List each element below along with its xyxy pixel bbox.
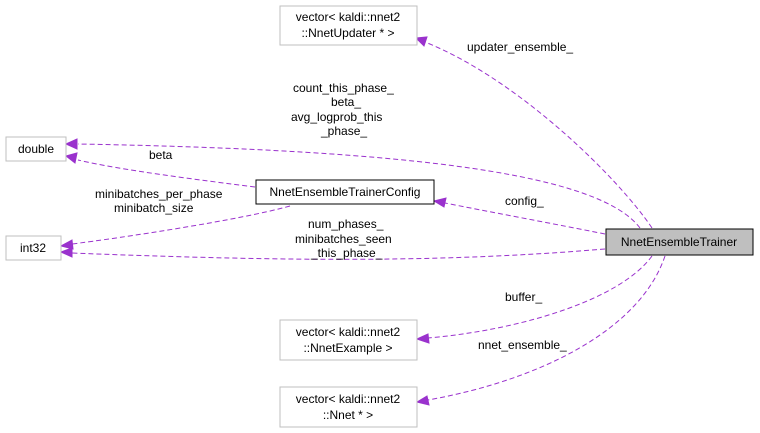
node-label: NnetEnsembleTrainer bbox=[621, 235, 737, 249]
edge-label-line: count_this_phase_ bbox=[293, 81, 394, 95]
edge-label-line: _phase_ bbox=[320, 124, 367, 138]
edge-label-line: _this_phase_ bbox=[310, 246, 383, 260]
edge-buffer bbox=[415, 255, 653, 344]
edge-config-to-int32 bbox=[59, 205, 291, 250]
node-nnet-vector[interactable]: vector< kaldi::nnet2 ::Nnet * > bbox=[279, 386, 418, 428]
node-label: NnetEnsembleTrainerConfig bbox=[270, 185, 421, 199]
node-ensemble-trainer[interactable]: NnetEnsembleTrainer bbox=[605, 228, 754, 256]
node-ensemble-trainer-config[interactable]: NnetEnsembleTrainerConfig bbox=[255, 179, 435, 205]
edge-label-config: config_ bbox=[505, 194, 544, 208]
node-label-line: vector< kaldi::nnet2 bbox=[296, 10, 401, 24]
node-label-line: ::Nnet * > bbox=[323, 408, 373, 422]
node-label-line: ::NnetExample > bbox=[303, 341, 392, 355]
edge-label-line: avg_logprob_this bbox=[291, 110, 382, 124]
node-box bbox=[279, 5, 418, 46]
node-box bbox=[605, 228, 754, 256]
edge-label-line: num_phases_ bbox=[308, 217, 384, 231]
node-double[interactable]: double bbox=[5, 136, 67, 162]
node-example-vector[interactable]: vector< kaldi::nnet2 ::NnetExample > bbox=[279, 319, 418, 361]
node-box bbox=[5, 235, 62, 261]
edge-nnet-ensemble bbox=[415, 255, 666, 406]
edge-label-config-to-int32: minibatches_per_phase minibatch_size bbox=[95, 187, 223, 215]
edge-label-config-to-double: beta bbox=[149, 148, 173, 162]
node-label-line: vector< kaldi::nnet2 bbox=[296, 392, 401, 406]
node-label-line: vector< kaldi::nnet2 bbox=[296, 325, 401, 339]
node-label: double bbox=[18, 142, 54, 156]
node-label-line: ::NnetUpdater * > bbox=[301, 26, 394, 40]
edge-label-line: minibatch_size bbox=[114, 201, 194, 215]
edge-config-to-double bbox=[64, 152, 256, 188]
node-box bbox=[279, 319, 418, 361]
edge-label-buffer: buffer_ bbox=[505, 290, 542, 304]
node-updater-vector[interactable]: vector< kaldi::nnet2 ::NnetUpdater * > bbox=[279, 5, 418, 46]
edge-trainer-to-int32 bbox=[59, 247, 606, 260]
edge-updater-ensemble bbox=[414, 36, 653, 229]
node-int32[interactable]: int32 bbox=[5, 235, 62, 261]
node-box bbox=[5, 136, 67, 162]
edge-label-trainer-to-double: count_this_phase_ beta_ avg_logprob_this… bbox=[291, 81, 394, 138]
node-box bbox=[255, 179, 435, 205]
edge-label-trainer-to-int32: num_phases_ minibatches_seen _this_phase… bbox=[295, 217, 392, 260]
node-label: int32 bbox=[20, 241, 46, 255]
edge-label-line: beta_ bbox=[331, 95, 361, 109]
edge-label-nnet-ensemble: nnet_ensemble_ bbox=[478, 338, 567, 352]
node-box bbox=[279, 386, 418, 428]
edge-label-line: minibatches_seen bbox=[295, 232, 392, 246]
edge-label-line: minibatches_per_phase bbox=[95, 187, 223, 201]
edge-trainer-to-double bbox=[64, 138, 641, 229]
edge-label-updater-ensemble: updater_ensemble_ bbox=[467, 40, 573, 54]
edge-config bbox=[432, 197, 606, 235]
